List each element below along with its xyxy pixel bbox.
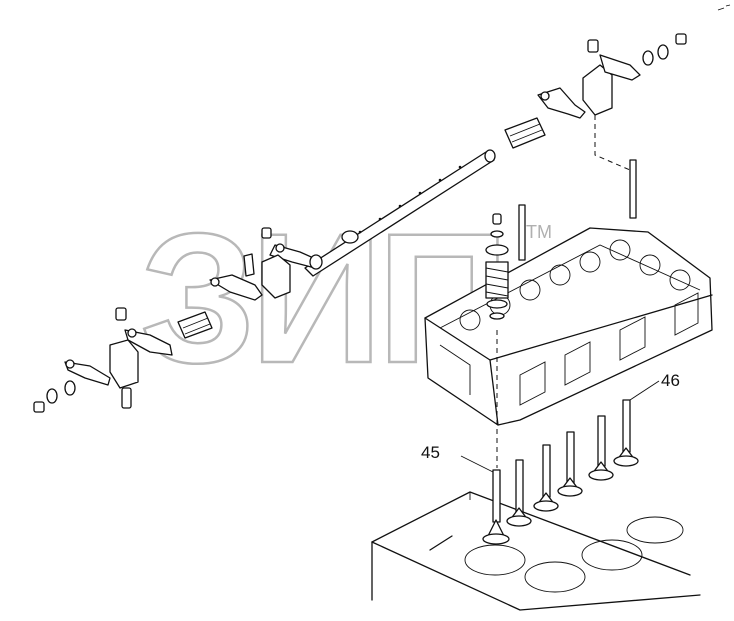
callout-45: 45 bbox=[421, 443, 494, 473]
valve-46 bbox=[613, 399, 639, 467]
callout-label-46: 46 bbox=[661, 371, 680, 390]
watermark-trademark: TM bbox=[526, 222, 552, 242]
right-rocker-assembly bbox=[504, 33, 687, 171]
studs bbox=[518, 159, 637, 261]
corner-mark bbox=[717, 4, 731, 11]
valve-group bbox=[482, 399, 639, 545]
valve-45 bbox=[482, 469, 510, 545]
left-rocker-assembly bbox=[33, 307, 173, 413]
middle-rocker-assembly bbox=[177, 227, 323, 339]
callout-label-45: 45 bbox=[421, 443, 440, 462]
callout-46: 46 bbox=[629, 371, 680, 401]
engine-block bbox=[371, 491, 701, 611]
rocker-shaft bbox=[304, 149, 496, 277]
valve-spring-stack bbox=[485, 213, 509, 320]
